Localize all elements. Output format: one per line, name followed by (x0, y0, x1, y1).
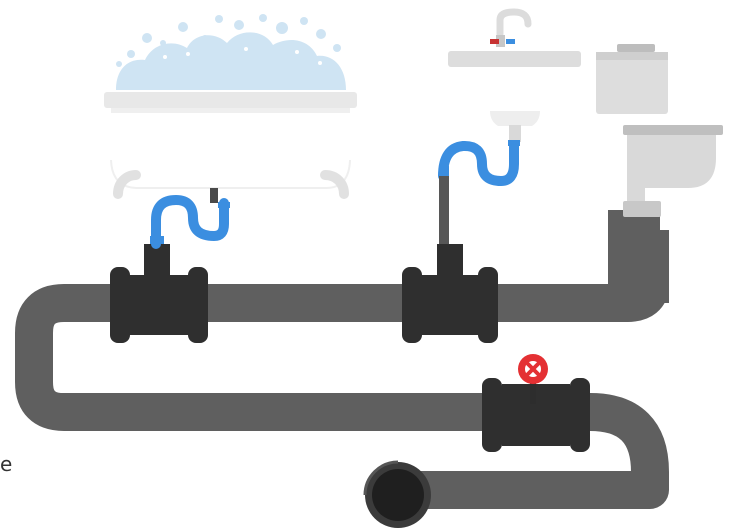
sink-drain-pipe (438, 140, 519, 187)
sink-drain-top-collar (508, 140, 520, 146)
bathtub-icon (104, 92, 357, 203)
pipe-joint-left (110, 244, 208, 343)
sink-vertical-connector (439, 176, 449, 244)
sink-drain-collar (439, 166, 449, 176)
bathtub-drain-pipe (151, 194, 229, 249)
edge-caption: e (0, 452, 13, 476)
pipe-joint-bottom (482, 378, 590, 452)
bathtub-bubbles (116, 14, 346, 90)
bathtub-drain-collar (150, 236, 164, 244)
sink-icon (448, 8, 581, 142)
toilet-icon (596, 44, 723, 217)
pipe-top-to-toilet (631, 211, 669, 303)
pipe-outlet-icon (363, 460, 431, 528)
bathtub-drain-top-collar (218, 202, 230, 208)
pipe-joint-middle (402, 244, 498, 343)
valve-icon (518, 354, 548, 404)
pipe-left-loop (15, 284, 669, 509)
